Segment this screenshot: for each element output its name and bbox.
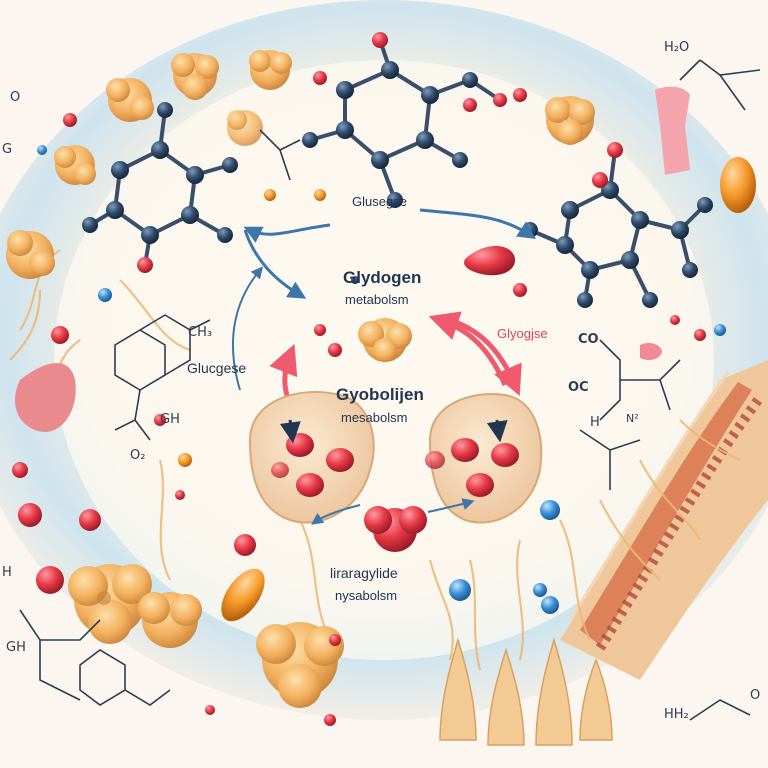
cycle-arrows [231,208,536,422]
glycogen-granules [6,50,595,708]
liver-shape [15,363,76,432]
cell-right [425,393,543,524]
bottom-label-line1: liraragylide [330,565,398,581]
arrow-left-up [231,266,264,391]
chem-gh-bottom-left: GH [6,640,26,655]
villi-cluster [439,637,613,746]
chem-n2-right: N² [626,412,639,425]
arrow-down-left [243,229,307,299]
left-arrow-label: Glucgese [187,360,247,376]
arrow-red-right-back [428,311,508,386]
small-organ-right [640,342,662,360]
chem-o2-left: O₂ [130,448,146,463]
chem-co-right: CO [578,332,599,347]
arrow-top-left [243,223,331,243]
center-title-line1: Glydogen [343,268,422,287]
bottom-label-line2: nysabolsm [335,588,398,603]
molecule-top-left-atoms [82,102,238,273]
middle-title-line1: Gyobolijen [336,385,424,404]
chem-h-bottom-left: H [2,565,12,580]
cell-left [248,391,375,524]
chem-g-left: G [2,142,13,157]
middle-title-line2: mesabolsm [341,410,408,425]
scattered-atoms [12,71,726,726]
chem-h2o-top-right: H₂O [664,40,690,55]
organ-shapes [15,86,756,622]
chem-o-top-left: O [10,90,21,105]
kidney-shape [464,245,515,276]
body-figure-icon [655,86,690,175]
molecule-top-center-atoms [302,32,507,208]
chem-ch3-left: CH₃ [188,325,213,340]
chem-h2-bottom-right: HH₂ [664,707,689,722]
top-arrow-label: Glusegse [352,194,407,209]
muscle-tissue-strip [560,360,768,680]
chem-gh-left: GH [160,412,180,427]
right-arrow-label: Glyogjse [497,326,548,341]
central-red-cluster [311,498,475,552]
skeletal-structures [19,59,761,721]
orange-capsule-bottom [221,568,265,622]
arrow-top-right [419,208,536,239]
chem-h-right: H [590,415,600,430]
chem-oc-right: OC [568,380,589,395]
center-title-line2: metabolsm [345,292,409,307]
chem-o-bottom-right: O [750,688,761,703]
orange-capsule [720,157,756,213]
